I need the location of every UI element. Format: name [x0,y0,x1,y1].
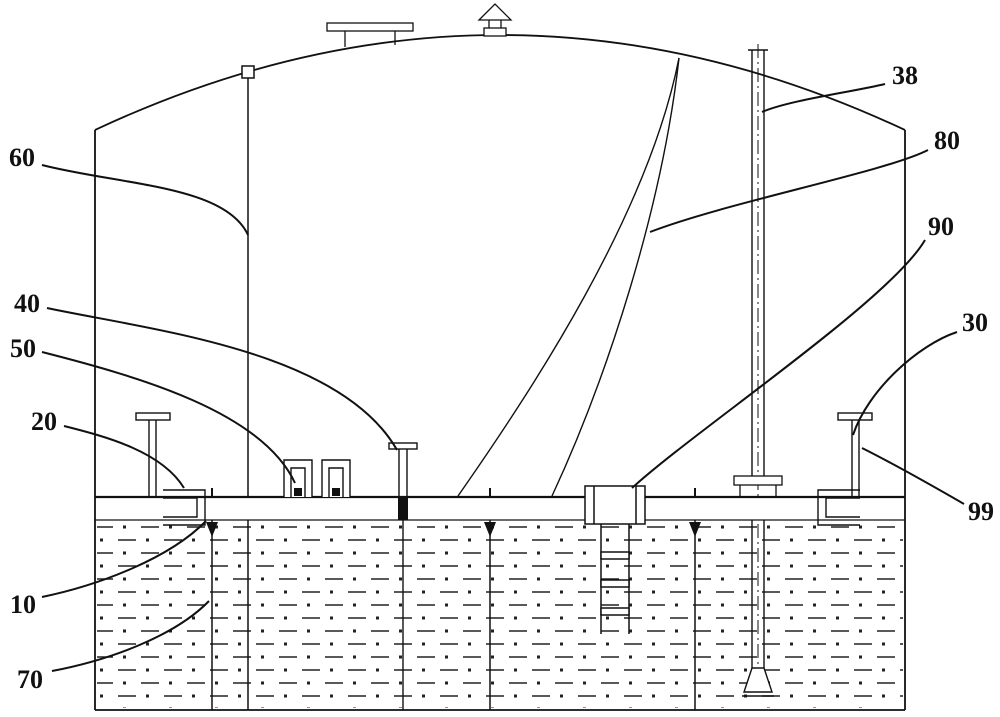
gauge-pipe-lower [742,520,774,697]
label-50: 50 [10,334,36,363]
left-deck-clamp [163,489,206,526]
tee-pipe [388,442,418,710]
floating-deck [95,495,905,521]
label-20: 20 [31,407,57,436]
roof-vent-icon [477,3,513,37]
seal-channels [283,459,351,497]
label-90: 90 [928,212,954,241]
left-bracket [135,412,171,497]
leader-line-40 [46,307,398,451]
center-well [584,485,646,525]
roof-hatch [326,22,414,47]
leader-line-10 [41,520,207,598]
reference-labels: 60 40 50 20 10 70 38 80 90 30 99 [9,61,994,694]
gauge-pipe-deck-flange [733,475,783,497]
leader-line-80 [649,149,929,233]
leader-line-30 [852,331,958,436]
label-60: 60 [9,143,35,172]
leader-line-70 [51,600,210,672]
guide-pole [241,65,255,710]
label-80: 80 [934,126,960,155]
leader-lines [41,83,965,672]
leader-line-90 [631,239,926,489]
hanging-hose [457,57,680,497]
right-bracket [837,412,873,497]
gauge-pipe-upper [748,44,768,688]
leader-line-38 [761,83,886,113]
tank-shell [94,130,906,711]
stored-liquid [97,521,903,708]
leader-line-99 [861,447,965,505]
right-deck-clamp [817,489,860,526]
label-99: 99 [968,497,994,526]
support-legs [206,488,701,710]
label-10: 10 [10,590,36,619]
label-38: 38 [892,61,918,90]
leader-line-60 [41,164,249,236]
label-40: 40 [14,289,40,318]
label-30: 30 [962,308,988,337]
well-ladder [600,524,630,634]
leader-line-20 [63,425,185,489]
leader-line-50 [41,351,296,484]
label-70: 70 [17,665,43,694]
